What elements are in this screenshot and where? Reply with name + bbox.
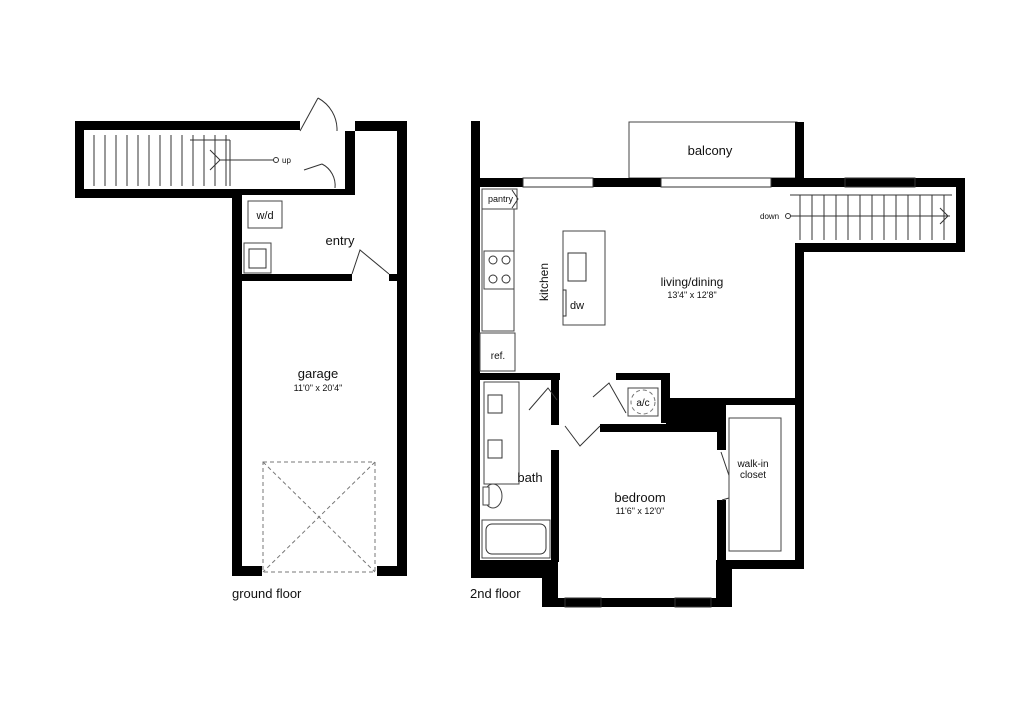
garage-door	[262, 461, 376, 573]
garage-door-swing[interactable]	[351, 249, 390, 275]
second-floor-plan: balcony	[470, 121, 965, 608]
ground-floor-plan: up w/d entry garage 11'0" x 2	[75, 97, 407, 601]
living-size: 13'4" x 12'8"	[667, 290, 716, 300]
second-stairs-down-label: down	[760, 212, 779, 221]
bedroom-label: bedroom	[614, 490, 665, 505]
garage-size: 11'0" x 20'4"	[294, 383, 343, 393]
balcony: balcony	[628, 121, 804, 179]
second-stairs: down	[760, 177, 965, 252]
bath-fixtures	[481, 381, 551, 559]
kitchen-label: kitchen	[537, 263, 551, 301]
ac-door[interactable]	[592, 382, 627, 414]
refrigerator	[479, 332, 516, 372]
ground-floor-caption: ground floor	[232, 586, 302, 601]
balcony-label: balcony	[688, 143, 733, 158]
bedroom-door[interactable]	[564, 425, 601, 447]
ground-exterior-door[interactable]	[299, 97, 338, 189]
bedroom-size: 11'6" x 12'0"	[616, 506, 665, 516]
living-label: living/dining	[661, 275, 724, 289]
ac-closet: a/c	[627, 387, 659, 417]
ref-label: ref.	[491, 351, 505, 362]
garage-label: garage	[298, 366, 338, 381]
bath-label: bath	[517, 470, 542, 485]
ground-stairs: up	[75, 121, 300, 198]
dishwasher-label: dw	[570, 300, 584, 312]
washer-dryer	[247, 200, 283, 229]
walk-in-closet-shelf	[728, 417, 782, 552]
range	[483, 250, 515, 290]
pantry-label: pantry	[488, 194, 514, 204]
ac-label: a/c	[636, 398, 649, 409]
ground-stairs-up-label: up	[282, 156, 291, 165]
second-floor-caption: 2nd floor	[470, 586, 521, 601]
closet-label-line1: walk-in	[736, 459, 768, 470]
entry-label: entry	[326, 233, 355, 248]
kitchen-island: dw	[562, 230, 606, 326]
closet-label-line2: closet	[740, 470, 766, 481]
wd-label: w/d	[255, 210, 273, 222]
bath-door[interactable]	[528, 387, 558, 411]
